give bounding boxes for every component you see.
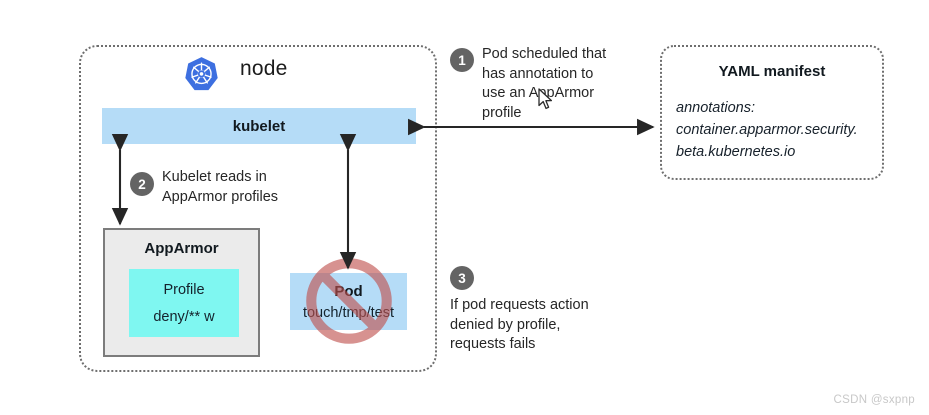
step-2-line: Kubelet reads in <box>162 169 267 185</box>
yaml-line: container.apparmor.security. <box>676 122 858 138</box>
yaml-line: annotations: <box>676 100 756 116</box>
step-2-line: AppArmor profiles <box>162 188 279 205</box>
pod-title: Pod <box>334 282 363 300</box>
step-1-badge: 1 <box>450 48 474 72</box>
profile-box: Profile deny/** w <box>129 269 239 337</box>
apparmor-box: AppArmor Profile deny/** w <box>103 228 260 357</box>
step-3-line: requests fails <box>450 336 536 352</box>
step-3-badge: 3 <box>450 266 474 290</box>
step-1-line: Pod scheduled that <box>482 46 607 62</box>
step-1-line: profile <box>482 104 522 121</box>
step-1-line: use an AppArmor <box>482 85 595 101</box>
profile-rule: deny/** w <box>153 308 215 325</box>
step-3-text: If pod requests action denied by profile… <box>450 296 589 355</box>
step-3-line: denied by profile, <box>450 316 561 333</box>
profile-title: Profile <box>163 281 205 298</box>
yaml-manifest-title: YAML manifest <box>718 63 826 80</box>
node-title: node <box>240 57 288 80</box>
pod-command: touch/tmp/test <box>302 304 395 321</box>
step-3-line: If pod requests action <box>450 297 589 313</box>
step-1-line: has annotation to <box>482 65 594 82</box>
step-2-text: Kubelet reads in AppArmor profiles <box>162 168 278 207</box>
apparmor-title: AppArmor <box>144 240 219 257</box>
yaml-manifest-box: YAML manifest annotations: container.app… <box>660 45 884 180</box>
kubernetes-logo-icon <box>183 56 220 93</box>
yaml-line: beta.kubernetes.io <box>676 144 796 160</box>
step-1-text: Pod scheduled that has annotation to use… <box>482 45 606 123</box>
kubelet-label: kubelet <box>232 117 286 135</box>
pod-box: Pod touch/tmp/test <box>290 273 407 330</box>
kubelet-box: kubelet <box>102 108 416 144</box>
yaml-manifest-body: annotations: container.apparmor.security… <box>676 97 874 163</box>
watermark: CSDN @sxpnp <box>833 394 915 406</box>
step-2-badge: 2 <box>130 172 154 196</box>
